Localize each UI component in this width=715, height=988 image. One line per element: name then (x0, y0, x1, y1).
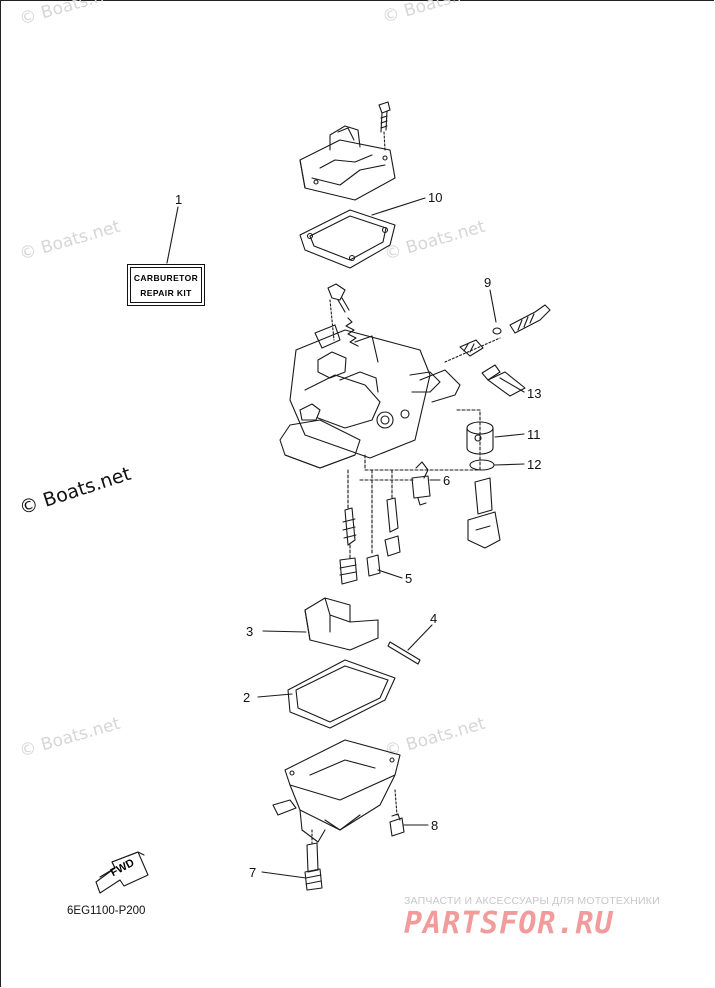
leader-line (166, 206, 179, 264)
callout-9[interactable]: 9 (484, 275, 492, 290)
guide-line (364, 409, 481, 471)
gasket-10-part (299, 209, 396, 269)
float-3-part (304, 597, 379, 651)
leader-line (262, 630, 307, 633)
main-jet-part (339, 469, 358, 585)
callout-5[interactable]: 5 (405, 571, 413, 586)
drain-bolt-part (304, 829, 323, 891)
kit-label-line2: REPAIR KIT (140, 287, 192, 298)
needle-valve-part (327, 283, 359, 347)
top-screw-part (378, 101, 391, 151)
leader-line (494, 463, 525, 466)
leader-line (499, 377, 525, 393)
float-pin-part (387, 641, 421, 665)
callout-13[interactable]: 13 (527, 386, 542, 401)
leader-line (407, 624, 433, 651)
o-ring-12-part (469, 459, 495, 471)
drain-screw-part (389, 813, 405, 837)
callout-8[interactable]: 8 (431, 818, 439, 833)
callout-7[interactable]: 7 (249, 865, 257, 880)
float-chamber-part (272, 739, 401, 843)
fwd-arrow-icon (95, 851, 149, 894)
kit-label-line1: CARBURETOR (133, 272, 199, 283)
top-cover-part (299, 125, 396, 201)
carburetor-body-part (279, 324, 441, 469)
callout-12[interactable]: 12 (527, 457, 542, 472)
guide-line (394, 789, 398, 816)
leader-line (257, 693, 293, 698)
float-needle-part (411, 461, 431, 506)
callout-4[interactable]: 4 (430, 611, 438, 626)
idle-screw-part (444, 304, 551, 363)
float-chamber-gasket-part (287, 659, 396, 729)
leader-line (489, 289, 497, 323)
leader-line (371, 197, 426, 216)
leader-line (377, 569, 403, 579)
callout-1[interactable]: 1 (175, 192, 183, 207)
brand-logo: PARTSFOR.RU (404, 906, 614, 941)
callout-10[interactable]: 10 (428, 190, 443, 205)
brand-subtitle: ЗАПЧАСТИ И АКСЕССУАРЫ ДЛЯ МОТОТЕХНИКИ (404, 895, 660, 907)
pilot-jet-part (366, 469, 401, 577)
leader-line (261, 871, 307, 879)
callout-2[interactable]: 2 (243, 690, 251, 705)
callout-11[interactable]: 11 (527, 427, 541, 442)
plunger-13-part (419, 364, 526, 403)
callout-3[interactable]: 3 (246, 624, 254, 639)
callout-6[interactable]: 6 (443, 473, 451, 488)
starter-plunger-part (467, 477, 501, 549)
diagram-code: 6EG1100-P200 (67, 905, 146, 917)
carburetor-repair-kit-label: CARBURETOR REPAIR KIT (127, 264, 205, 306)
leader-line (494, 433, 525, 438)
